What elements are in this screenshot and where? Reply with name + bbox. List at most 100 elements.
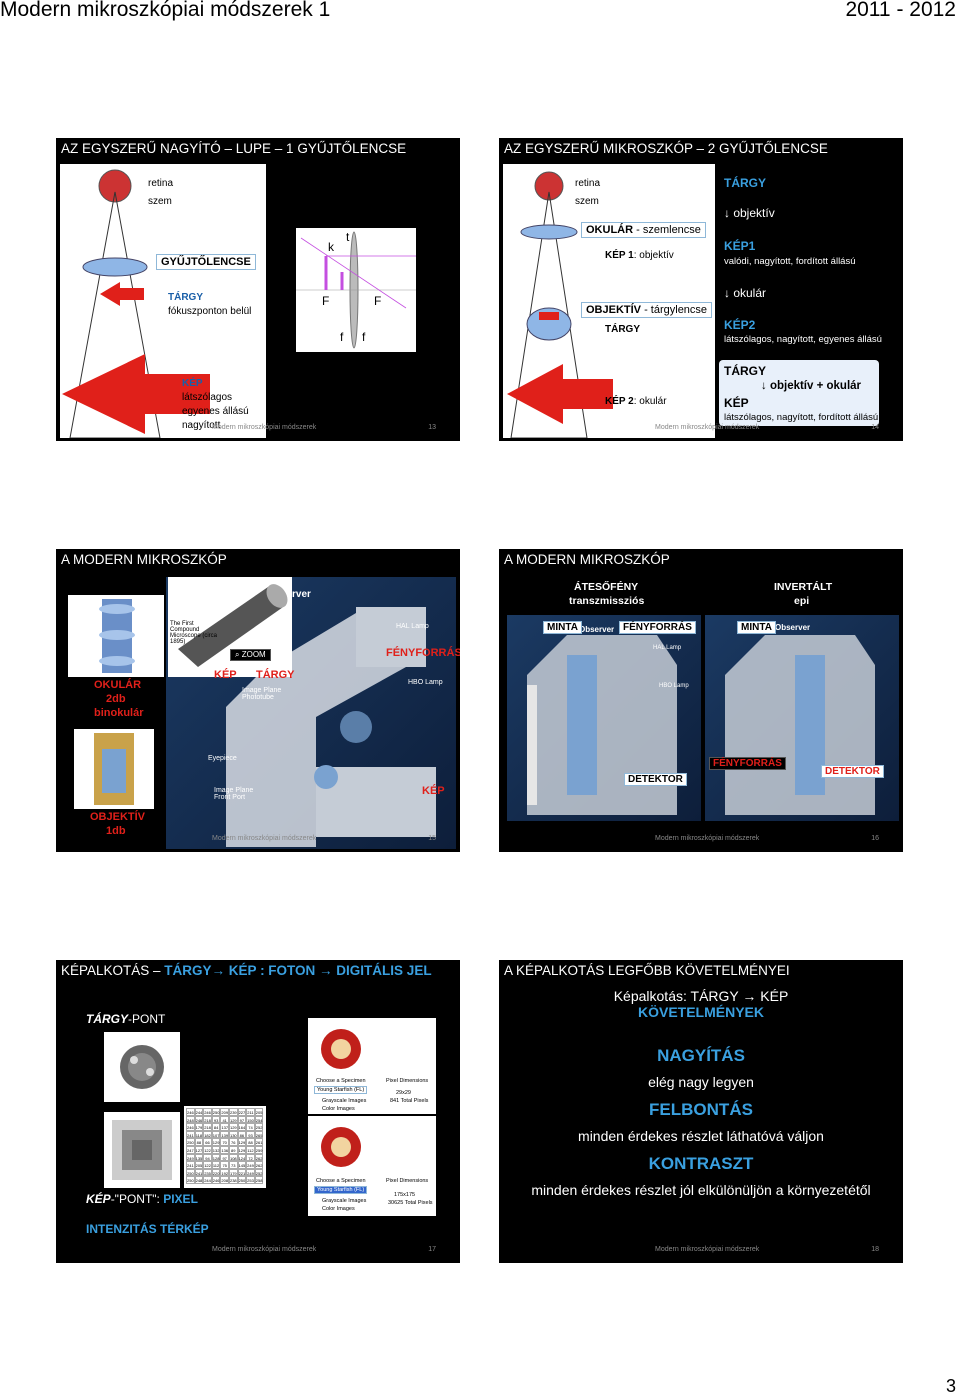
- intenzitas-label: INTENZITÁS TÉRKÉP: [86, 1222, 209, 1236]
- grid-cell: 124: [237, 1153, 247, 1162]
- grid-cell: 128: [211, 1153, 221, 1162]
- grid-cell: 88: [246, 1138, 255, 1146]
- r-kep1: KÉP1: [724, 239, 756, 253]
- grid-cell: 107: [211, 1130, 221, 1139]
- kep-line1: látszólagos: [182, 392, 233, 403]
- choose-specimen-2: Choose a Specimen: [316, 1178, 366, 1184]
- front-port-label: Image Plane Front Port: [214, 787, 254, 801]
- grid-cell: 132: [211, 1145, 221, 1154]
- minta-text-1: MINTA: [547, 622, 578, 633]
- microscope-cutaway-image: [166, 577, 456, 849]
- f1-label: f: [340, 330, 344, 344]
- r-kep2-sub: látszólagos, nagyított, egyenes állású: [724, 334, 882, 345]
- grid-cell: 239: [228, 1108, 238, 1116]
- zoom-text: ZOOM: [241, 650, 266, 659]
- grid-cell: 254: [254, 1115, 264, 1124]
- grid-cell: 108: [228, 1153, 238, 1162]
- szem-label: szem: [148, 196, 172, 207]
- grid-cell: 249: [186, 1153, 195, 1162]
- slide-footer: Modern mikroszkópiai módszerek: [655, 424, 760, 431]
- page-number: 3: [945, 1376, 956, 1396]
- color-option-2[interactable]: Color Images: [322, 1206, 355, 1212]
- slide-title: KÉPALKOTÁS – TÁRGY→ KÉP : FOTON → DIGITÁ…: [61, 963, 432, 978]
- pixel-dim-2: Pixel Dimensions: [386, 1178, 429, 1184]
- grid-cell: 262: [254, 1161, 264, 1169]
- image-plane-label: Image Plane Phototube: [242, 687, 282, 701]
- grid-cell: 253: [246, 1176, 255, 1184]
- kep1-label: KÉP 1: objektív: [605, 250, 674, 261]
- slide-footer: Modern mikroszkópiai módszerek: [655, 835, 760, 842]
- okular-text: OKULÁR: [586, 224, 634, 236]
- r-arrow3: ↓ objektív + okulár: [761, 380, 862, 392]
- grid-cell: 97: [220, 1153, 229, 1162]
- starfish-3d: [120, 1045, 164, 1089]
- grid-cell: 262: [254, 1153, 264, 1162]
- hal-lamp-label: HAL Lamp: [653, 645, 682, 651]
- grid-cell: 265: [254, 1130, 264, 1139]
- targy-note: fókuszponton belül: [168, 306, 252, 317]
- targy-label: TÁRGY: [168, 292, 203, 303]
- microscope-diagram-panel: retina szem OKULÁR - szemlencse KÉP 1: o…: [503, 164, 715, 438]
- kep-line2: egyenes állású: [182, 406, 249, 417]
- kep-pont-a: KÉP: [86, 1192, 111, 1206]
- grid-cell: 250: [211, 1108, 221, 1116]
- grid-cell: 248: [194, 1176, 204, 1184]
- lens-diagram-panel: retina szem GYŰJTŐLENCSE TÁRGY fókuszpon…: [60, 164, 266, 438]
- kontraszt-sub: minden érdekes részlet jól elkülönüljön …: [531, 1182, 871, 1198]
- zoom-button[interactable]: ⌕ ZOOM: [230, 649, 271, 661]
- t-label: t: [346, 230, 350, 244]
- grid-cell: 246: [211, 1176, 221, 1184]
- nagyitas-label: NAGYÍTÁS: [657, 1046, 745, 1065]
- color-option-1[interactable]: Color Images: [322, 1106, 355, 1112]
- grid-cell: 248: [186, 1115, 195, 1124]
- specimen-select-text-1: Young Starfish (FL): [317, 1087, 365, 1093]
- f2-label: f: [362, 330, 366, 344]
- choose-specimen-1: Choose a Specimen: [316, 1078, 366, 1084]
- specimen-select-2[interactable]: Young Starfish (FL): [314, 1186, 368, 1194]
- hbo-lamp-label: HBO Lamp: [659, 683, 689, 689]
- detektor-text-2: DETEKTOR: [825, 766, 880, 777]
- grid-cell: 94: [203, 1153, 212, 1162]
- grid-cell: 211: [246, 1108, 255, 1116]
- upright-microscope-body: [527, 635, 677, 815]
- grid-cell: 246: [186, 1123, 195, 1131]
- specimen-select-1[interactable]: Young Starfish (FL): [314, 1086, 368, 1094]
- grid-cell: 241: [186, 1130, 195, 1139]
- grayscale-option-2[interactable]: Grayscale Images: [322, 1198, 367, 1204]
- eye-lens-illustration: [62, 169, 210, 438]
- eyepiece-label: Eyepiece: [208, 755, 237, 762]
- summary-box: [719, 360, 879, 426]
- grid-cell: 241: [186, 1161, 195, 1169]
- grid-cell: 136: [220, 1145, 229, 1154]
- ray-diagram-panel: k t F F f f: [296, 228, 416, 352]
- title-part-b: TÁRGY: [164, 963, 212, 978]
- F2-label: F: [374, 294, 382, 308]
- grid-cell: 129: [237, 1138, 247, 1146]
- slide-number: 13: [428, 424, 436, 431]
- grid-cell: 122: [203, 1145, 212, 1154]
- grid-cell: 218: [203, 1123, 212, 1131]
- targy-text: TÁRGY: [168, 292, 203, 303]
- grid-cell: 250: [186, 1176, 195, 1184]
- observer-label-2: Observer: [775, 623, 811, 632]
- grid-cell: 135: [194, 1153, 204, 1162]
- grid-cell: 241: [194, 1168, 204, 1177]
- grid-cell: 179: [194, 1123, 204, 1131]
- gyujtolencse-badge: GYŰJTŐLENCSE: [156, 254, 256, 270]
- retina-label: retina: [575, 178, 601, 189]
- objektiv-text: OBJEKTÍV: [586, 304, 642, 316]
- requirements-list: Képalkotás: TÁRGY → KÉP KÖVETELMÉNYEK NA…: [499, 986, 903, 1198]
- kep2-label: KÉP: [422, 785, 445, 797]
- slide-15: A MODERN MIKROSZKÓP The First Compound M…: [56, 549, 460, 852]
- slide-footer: Modern mikroszkópiai módszerek: [212, 835, 317, 842]
- kep2-label: KÉP 2: okulár: [605, 396, 667, 407]
- slide-number: 14: [871, 424, 879, 431]
- grid-cell: 258: [254, 1176, 264, 1184]
- grid-cell: 75: [220, 1161, 229, 1169]
- kontraszt-label: KONTRASZT: [648, 1154, 754, 1173]
- grid-cell: 139: [220, 1130, 229, 1139]
- grid-cell: 252: [254, 1123, 264, 1131]
- fenyforras-badge-2: FÉNYFORRÁS: [709, 757, 786, 770]
- objektiv-illustration: [74, 729, 154, 809]
- grayscale-option-1[interactable]: Grayscale Images: [322, 1098, 367, 1104]
